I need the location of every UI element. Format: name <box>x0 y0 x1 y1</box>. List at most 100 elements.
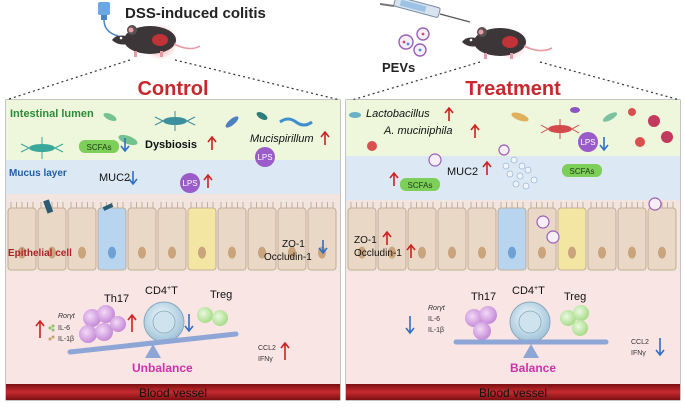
treatment-zo1-label: ZO-1 <box>354 235 377 246</box>
treatment-lps-label: LPS <box>580 138 595 147</box>
th17-up-arrow-icon <box>127 313 137 332</box>
mucispirillum-label: Mucispirillum <box>250 133 314 145</box>
epithelial-cell <box>37 207 67 271</box>
cytokine-rorgt: Rorγt <box>58 313 76 320</box>
scfas-up-arrow-icon <box>389 171 399 186</box>
zo1-down-arrow-icon <box>318 240 328 255</box>
treated-mouse-icon <box>462 27 553 60</box>
epithelial-cell <box>437 207 467 271</box>
pev-in-lumen-icon <box>428 144 510 167</box>
epithelial-label: Epithelial cell <box>8 248 72 259</box>
coccus-bacterium-icon <box>648 115 660 127</box>
epithelial-cell <box>187 207 217 271</box>
rod-bacterium-icon <box>349 112 361 118</box>
epithelial-cell <box>157 207 187 271</box>
ccl2-down-arrow-icon <box>655 338 665 357</box>
treatment-cytokine-ifng: IFNγ <box>631 350 646 357</box>
invading-bacterium-icon <box>43 199 54 214</box>
mucus-layer-region <box>6 160 340 194</box>
mucus-bubbles-icon <box>502 156 538 190</box>
model-title: DSS-induced colitis <box>125 5 266 22</box>
cd4-label: CD4+T <box>145 285 178 297</box>
cytokine-ifng: IFNγ <box>258 356 273 363</box>
epithelial-cell <box>7 207 37 271</box>
lps-down-arrow-icon <box>599 137 609 152</box>
rod-bacterium-icon <box>103 112 117 122</box>
treatment-bacteria <box>349 107 673 151</box>
flagellated-bacterium-icon <box>154 111 196 131</box>
treatment-scfas-badge-2 <box>562 164 602 177</box>
epithelial-cell <box>497 207 527 271</box>
cytokine-up-arrow-icon <box>35 319 45 338</box>
treatment-title: Treatment <box>465 78 561 100</box>
lumen-label: Intestinal lumen <box>10 108 94 120</box>
cytokine-dots-icon <box>48 324 55 341</box>
syringe-icon <box>379 0 471 23</box>
rod-bacterium-icon <box>225 116 239 128</box>
treatment-th17-label: Th17 <box>471 291 496 303</box>
treg-cells-icon <box>197 307 228 326</box>
akk-up-arrow-icon <box>470 123 480 138</box>
rod-bacterium-icon <box>256 112 268 120</box>
epithelial-cell <box>467 207 497 271</box>
epithelial-cell <box>587 207 617 271</box>
lps-badge-2 <box>180 173 200 193</box>
lps-label-1: LPS <box>257 153 272 162</box>
mucispirillum-up-arrow-icon <box>320 130 330 145</box>
treatment-lumen-region <box>346 100 680 156</box>
treatment-cd4-label: CD4+T <box>512 285 545 297</box>
epithelial-cell <box>617 207 647 271</box>
flagellated-bacterium-icon <box>20 137 64 159</box>
lactobacillus-up-arrow-icon <box>444 106 454 121</box>
epithelial-cell <box>127 207 157 271</box>
rod-bacterium-icon <box>602 112 618 122</box>
epithelial-cell <box>557 207 587 271</box>
occludin-up-arrow-icon <box>406 243 416 258</box>
balance-label: Balance <box>510 361 556 375</box>
rod-bacterium-icon <box>570 107 580 113</box>
vessel-label: Blood vessel <box>139 386 207 400</box>
th17-cells-icon <box>79 305 126 343</box>
scfas-badge <box>79 140 119 153</box>
muc2-up-arrow-icon <box>482 160 492 175</box>
treatment-mucus-region <box>346 156 680 200</box>
invading-bacterium-icon <box>102 203 114 211</box>
pevs-label: PEVs <box>382 60 415 75</box>
treatment-scfas-badge <box>400 178 440 191</box>
flagellated-bacterium-icon <box>540 119 580 139</box>
zo1-label: ZO-1 <box>282 239 305 250</box>
treatment-occludin-label: Occludin-1 <box>354 248 402 259</box>
treatment-seesaw-fulcrum <box>523 344 539 358</box>
lactobacillus-icon <box>511 112 529 122</box>
muc2-down-arrow-icon <box>128 171 138 186</box>
treg-label: Treg <box>210 289 232 301</box>
mucus-label: Mucus layer <box>9 168 67 179</box>
seesaw-fulcrum <box>145 344 161 358</box>
treatment-lps-badge <box>578 132 598 152</box>
treg-down-arrow-icon <box>184 314 194 333</box>
zo1-up-arrow-icon <box>382 230 392 245</box>
treatment-cytokine-il6: IL-6 <box>428 316 440 323</box>
mouse-icon <box>112 24 201 60</box>
treatment-cytokine-ccl2: CCL2 <box>631 339 649 346</box>
dysbiosis-label: Dysbiosis <box>145 139 197 151</box>
epithelial-cell <box>647 207 677 271</box>
ccl2-up-arrow-icon <box>280 341 290 360</box>
treatment-th17-cells-icon <box>465 306 497 340</box>
epithelial-cell <box>407 207 437 271</box>
unbalance-label: Unbalance <box>132 361 193 375</box>
zoom-lines <box>5 59 681 101</box>
intestinal-lumen-region <box>6 100 340 160</box>
th17-label: Th17 <box>104 293 129 305</box>
rod-bacterium-icon <box>118 134 138 146</box>
treatment-blood-vessel <box>346 384 680 400</box>
lps-badge <box>255 147 275 167</box>
treatment-scfas-label-2: SCFAs <box>570 167 595 176</box>
control-epithelial-cells <box>7 202 337 271</box>
treatment-treg-cells-icon <box>560 305 589 336</box>
control-title: Control <box>137 78 208 100</box>
treatment-cytokine-rorgt: Rorγt <box>428 305 446 312</box>
epithelial-cell <box>217 207 247 271</box>
scfas-label: SCFAs <box>87 143 112 152</box>
pev-uptake-icon <box>536 197 662 244</box>
